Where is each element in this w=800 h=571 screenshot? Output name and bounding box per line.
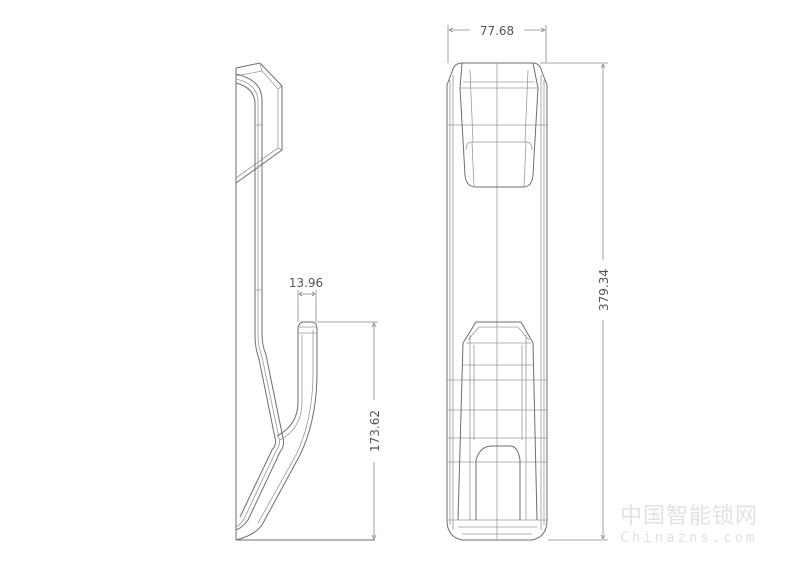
watermark-chinese: 中国智能锁网 (620, 504, 759, 529)
hook-width-label: 13.96 (289, 276, 323, 290)
hook-inner (276, 330, 299, 437)
front-height-dimension: 379.34 (540, 62, 611, 541)
side-view (235, 62, 375, 541)
hook-height-label: 173.62 (368, 410, 382, 452)
upper-recess (459, 62, 539, 188)
front-width-label: 77.68 (480, 24, 514, 38)
watermark-latin: Chinazns.com (620, 530, 758, 546)
side-rail-outer (235, 73, 285, 531)
hook-outer (235, 330, 318, 541)
lower-recess (457, 321, 538, 521)
lower-arch (475, 445, 521, 520)
side-rail-inner (235, 82, 277, 518)
watermark: 中国智能锁网 Chinazns.com (620, 498, 758, 546)
front-view (446, 62, 548, 541)
hook-height-dimension: 173.62 (317, 321, 382, 540)
hook-tip (297, 321, 318, 331)
hook-width-dimension: 13.96 (289, 276, 323, 322)
front-width-dimension: 77.68 (447, 24, 547, 63)
front-outline (446, 62, 548, 541)
front-height-label: 379.34 (597, 269, 611, 311)
